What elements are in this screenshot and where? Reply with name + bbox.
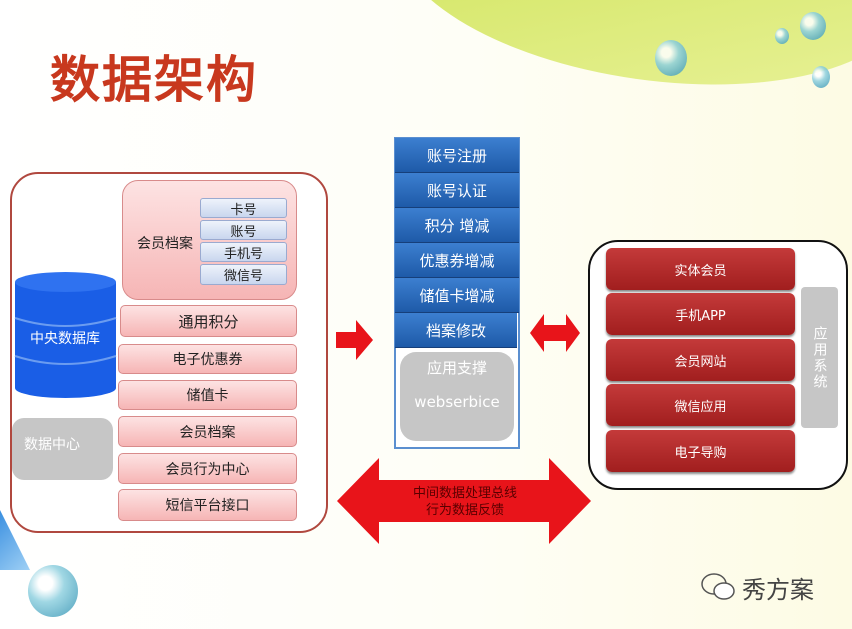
field-wechat: 微信号: [200, 264, 287, 285]
service-points: 积分 增减: [395, 208, 519, 243]
water-drop: [812, 66, 830, 88]
service-coupons: 优惠券增减: [395, 243, 519, 278]
app-support-subtitle: webserbice: [414, 393, 500, 411]
service-account-register: 账号注册: [395, 138, 519, 173]
app-physical-member: 实体会员: [606, 248, 795, 290]
service-stored-card: 储值卡增减: [395, 278, 519, 313]
row-member-profile: 会员档案: [118, 416, 297, 447]
app-mobile-app: 手机APP: [606, 293, 795, 335]
app-support-box: 应用支撑 webserbice: [400, 352, 514, 441]
field-phone: 手机号: [200, 242, 287, 262]
service-account-auth: 账号认证: [395, 173, 519, 208]
page-title: 数据架构: [50, 51, 258, 109]
app-support-title: 应用支撑: [426, 359, 487, 377]
app-member-website: 会员网站: [606, 339, 795, 381]
bus-double-arrow-icon: [337, 458, 591, 544]
row-coupons: 电子优惠券: [118, 344, 297, 374]
app-e-guide: 电子导购: [606, 430, 795, 472]
bus-label-line2: 行为数据反馈: [425, 503, 504, 518]
database-icon: [14, 272, 117, 398]
water-drop: [775, 28, 789, 44]
field-card-number: 卡号: [200, 198, 287, 218]
bus-label-line1: 中间数据处理总线: [412, 486, 517, 501]
bus-label: 中间数据处理总线 行为数据反馈: [380, 482, 550, 522]
water-drop: [28, 565, 78, 617]
row-behavior-center: 会员行为中心: [118, 453, 297, 484]
service-profile-edit: 档案修改: [395, 313, 517, 348]
field-account: 账号: [200, 220, 287, 240]
row-sms-interface: 短信平台接口: [118, 489, 297, 521]
arrow-right-icon: [336, 320, 373, 360]
app-wechat: 微信应用: [606, 384, 795, 426]
app-system-label: 应用系统: [801, 287, 838, 428]
water-drop: [655, 40, 687, 76]
row-points: 通用积分: [120, 305, 297, 337]
background-corner: [378, 0, 852, 116]
member-profile-label: 会员档案: [137, 236, 193, 252]
water-drop: [800, 12, 826, 40]
row-stored-value-card: 储值卡: [118, 380, 297, 410]
watermark-text: 秀方案: [742, 576, 814, 604]
double-arrow-icon: [530, 314, 580, 352]
data-center-label: 数据中心: [12, 418, 113, 480]
wechat-icon: [701, 573, 735, 600]
database-label: 中央数据库: [30, 331, 100, 347]
